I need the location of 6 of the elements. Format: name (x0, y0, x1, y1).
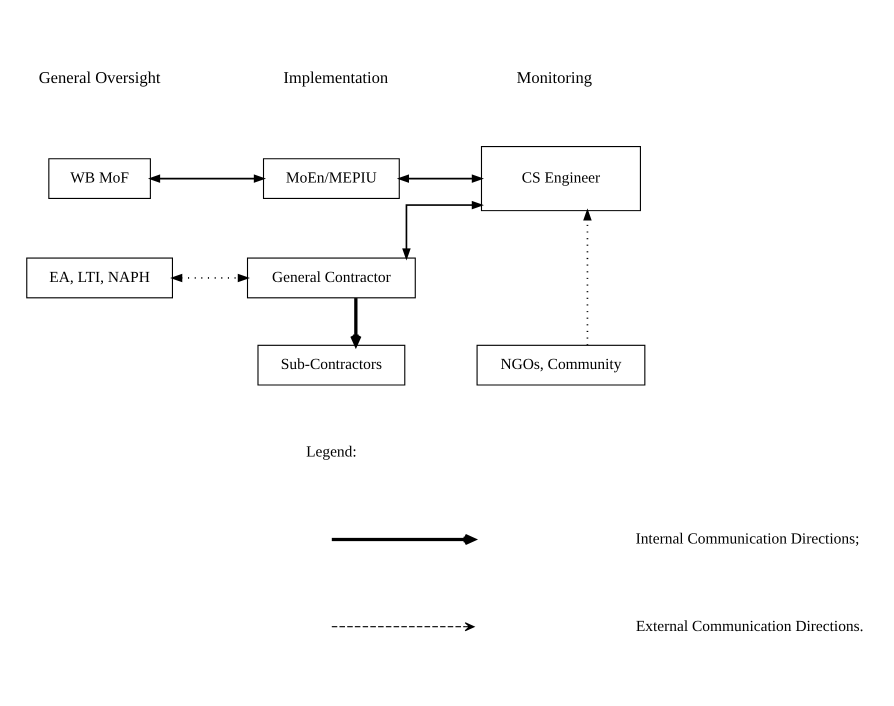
label: Monitoring (516, 68, 592, 88)
label: Implementation (283, 68, 388, 88)
label: Legend: (306, 443, 357, 460)
label: General Oversight (38, 68, 160, 88)
legend-label: External Communication Directions. (636, 618, 864, 635)
legend-label: Internal Communication Directions; (636, 530, 860, 548)
